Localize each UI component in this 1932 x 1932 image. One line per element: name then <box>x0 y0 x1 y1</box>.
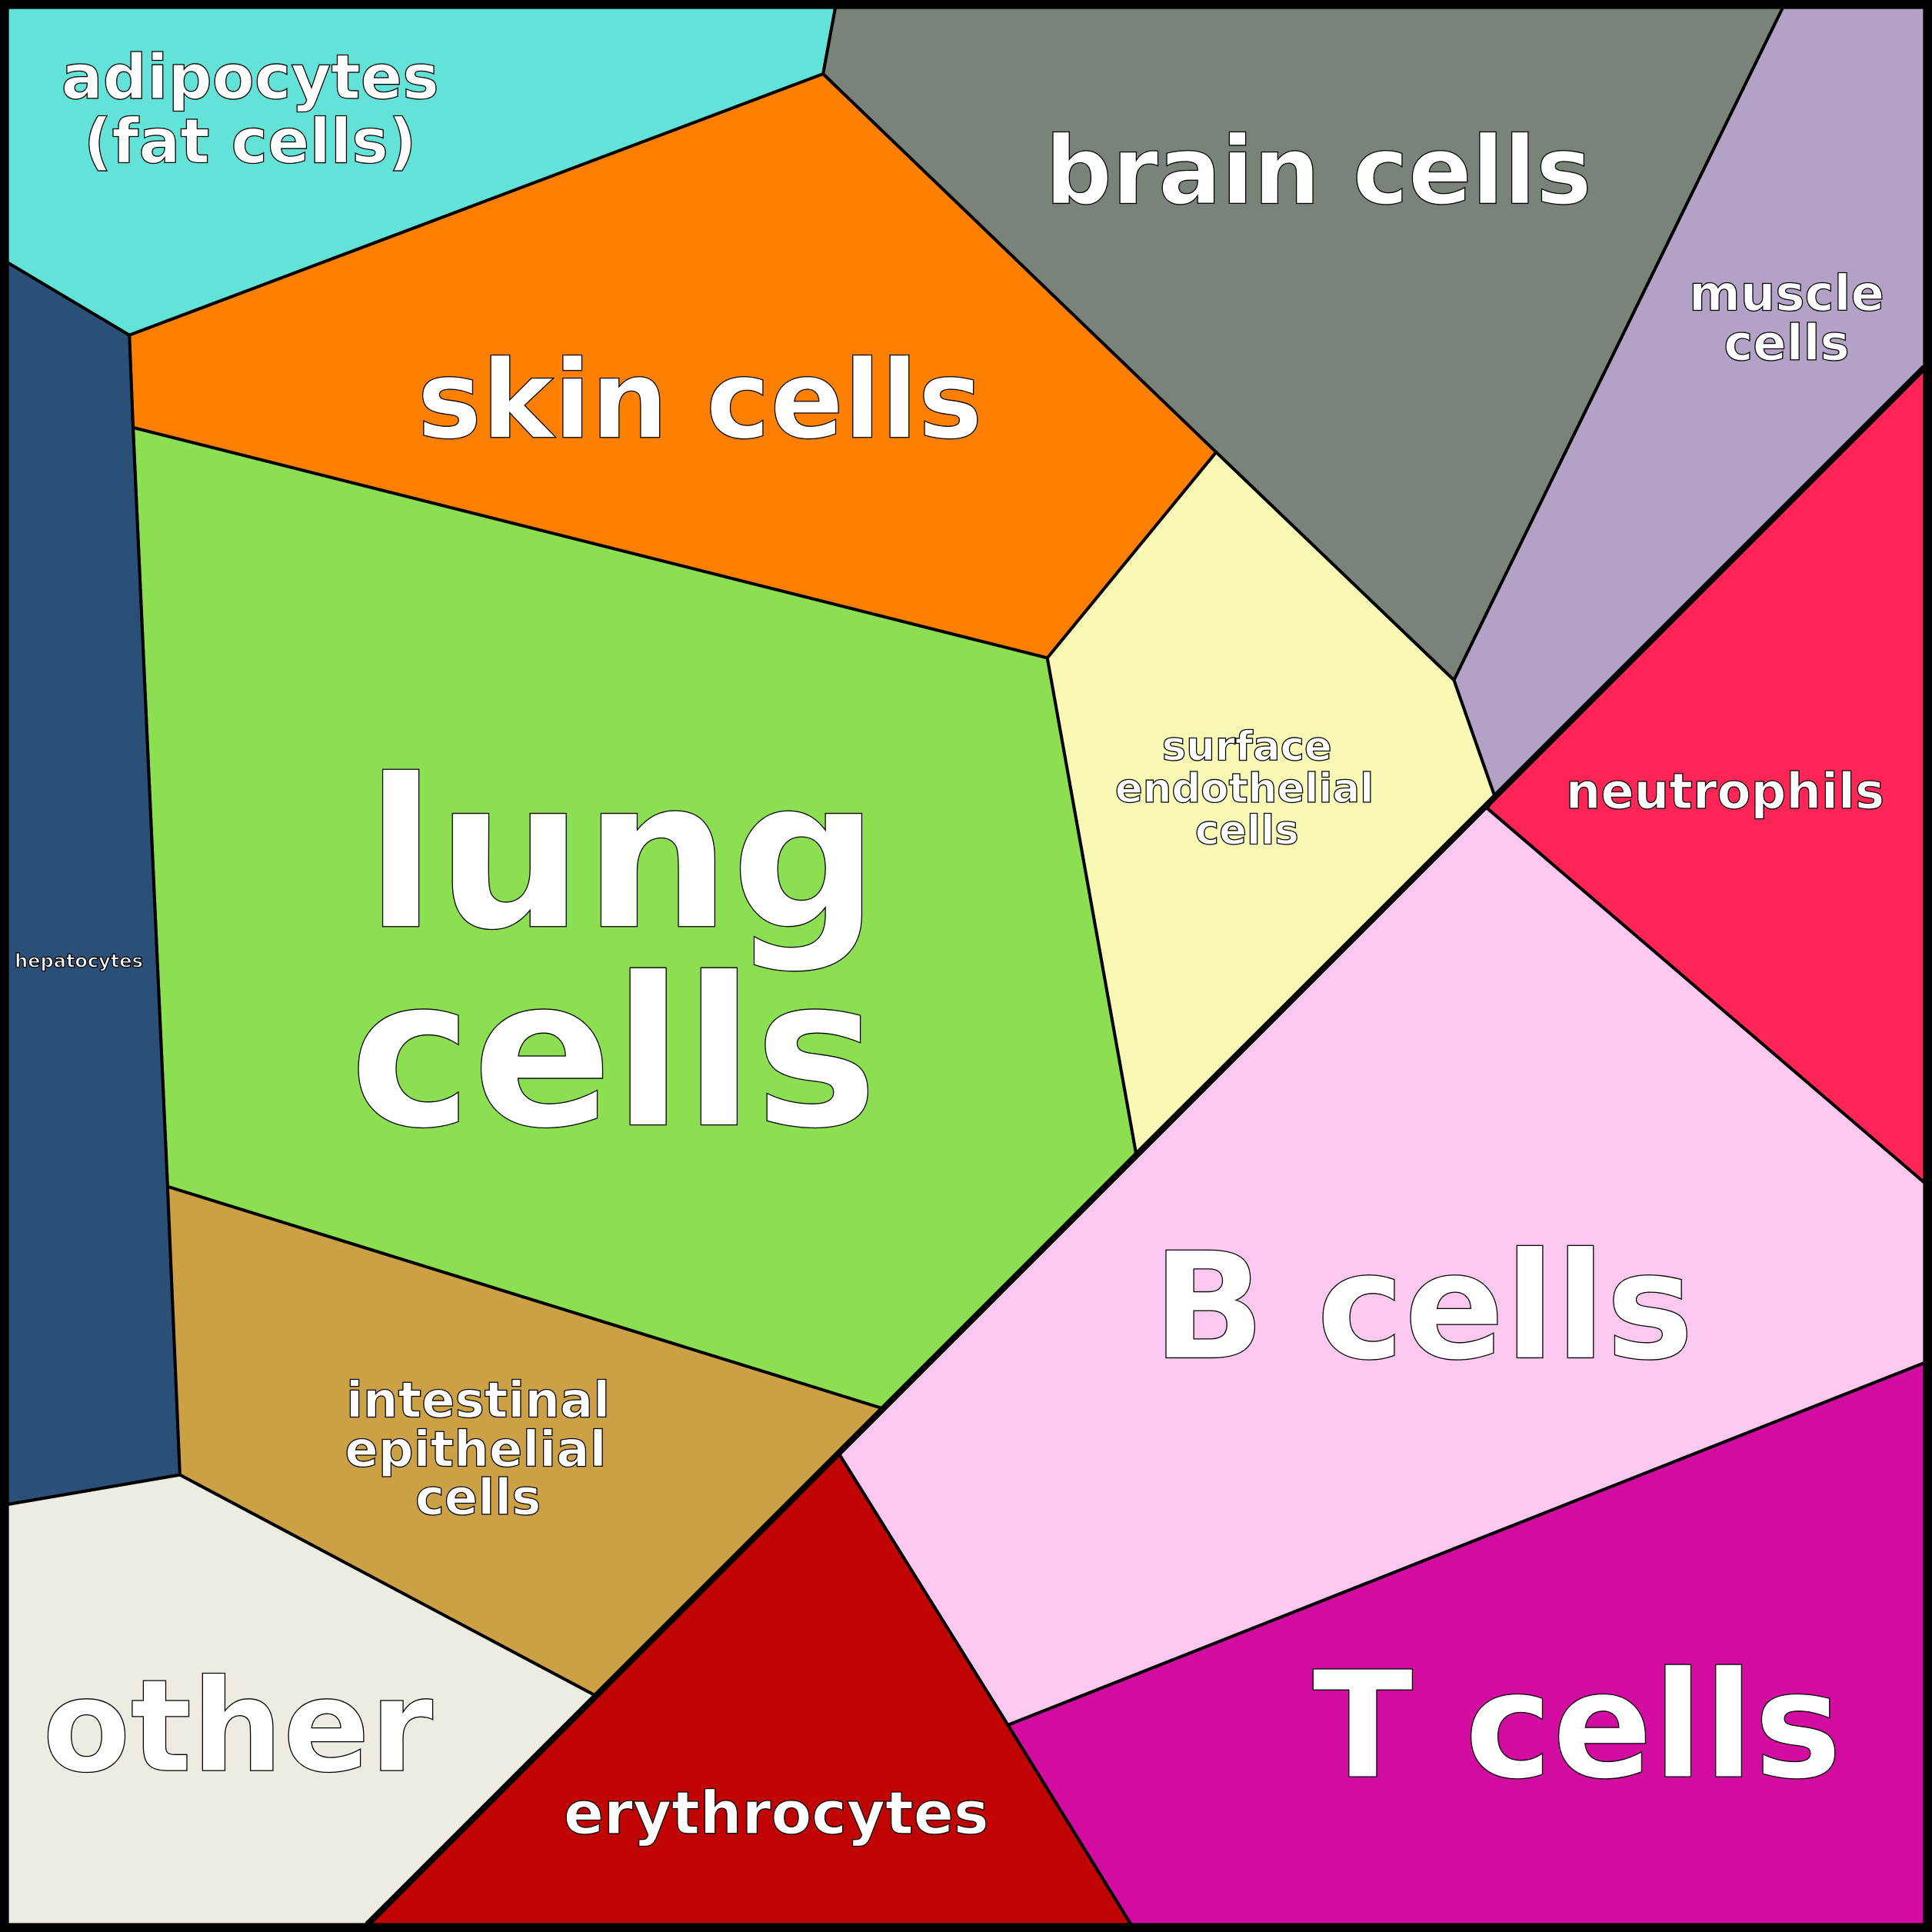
label-skin: skin cells <box>417 338 982 464</box>
cell-surface-endothelial <box>1045 450 1497 1155</box>
label-hepatocytes: hepatocytes <box>15 951 143 972</box>
label-erythrocytes: erythrocytes <box>564 1780 989 1848</box>
label-neutrophils: neutrophils <box>1566 764 1885 821</box>
label-intestinal-2: epithelial <box>345 1421 606 1478</box>
label-endothelial-1: surface <box>1162 723 1332 770</box>
label-endothelial-2: endothelial <box>1115 765 1374 812</box>
label-b-cells: B cells <box>1152 1221 1694 1393</box>
label-t-cells: T cells <box>1312 1641 1842 1812</box>
label-lung-1: lung <box>365 735 879 976</box>
label-brain: brain cells <box>1045 116 1592 225</box>
label-muscle-1: muscle <box>1689 266 1884 323</box>
label-adipocytes-1: adipocytes <box>62 42 439 113</box>
label-other: other <box>42 1652 433 1801</box>
label-muscle-2: cells <box>1724 315 1850 372</box>
label-lung-2: cells <box>349 934 878 1174</box>
label-adipocytes-2: (fat cells) <box>84 105 417 177</box>
major-divider <box>365 365 1927 1927</box>
label-intestinal-3: cells <box>415 1470 541 1527</box>
label-intestinal-1: intestinal <box>346 1372 610 1429</box>
label-endothelial-3: cells <box>1195 807 1299 854</box>
